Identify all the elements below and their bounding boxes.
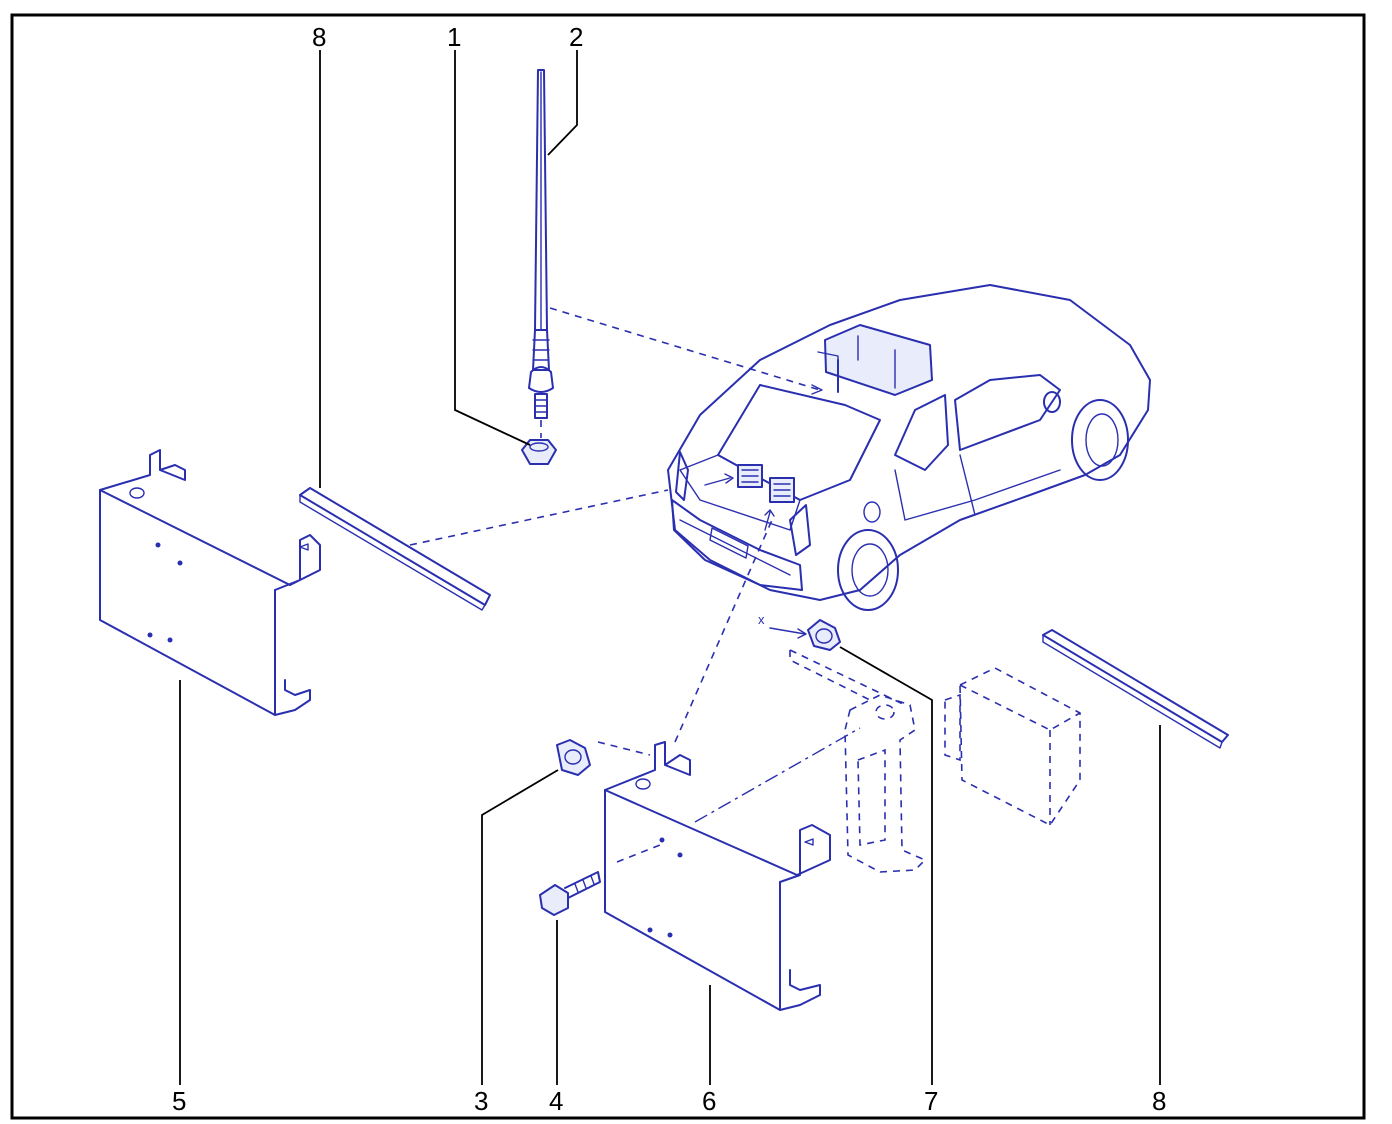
diagram-frame	[10, 13, 1366, 1120]
callout-2: 2	[569, 22, 583, 52]
phantom-support-bracket	[789, 649, 927, 873]
hex-nut	[556, 739, 591, 776]
callout-4: 4	[549, 1086, 563, 1116]
mounting-bracket-left	[99, 449, 321, 716]
x-mark-label: x	[758, 612, 765, 627]
callout-1: 1	[447, 22, 461, 52]
mounting-nut	[807, 619, 841, 651]
callout-3: 3	[474, 1086, 488, 1116]
hex-bolt	[539, 871, 601, 916]
rubber-strip-upper	[299, 487, 491, 611]
callout-8-top: 8	[312, 22, 326, 52]
police-car-rear-view	[667, 284, 1151, 611]
callout-8-bottom: 8	[1152, 1086, 1166, 1116]
callout-7: 7	[924, 1086, 938, 1116]
callout-6: 6	[702, 1086, 716, 1116]
x-arrow	[769, 627, 807, 639]
antenna-nut	[521, 439, 557, 465]
phantom-radio-unit	[944, 667, 1081, 827]
antenna-mast	[528, 69, 554, 419]
callout-5: 5	[172, 1086, 186, 1116]
mounting-bracket-middle	[604, 741, 831, 1011]
leader-lines	[179, 50, 1161, 1085]
assembly-lines	[409, 307, 861, 863]
rubber-strip-lower	[1042, 629, 1229, 749]
